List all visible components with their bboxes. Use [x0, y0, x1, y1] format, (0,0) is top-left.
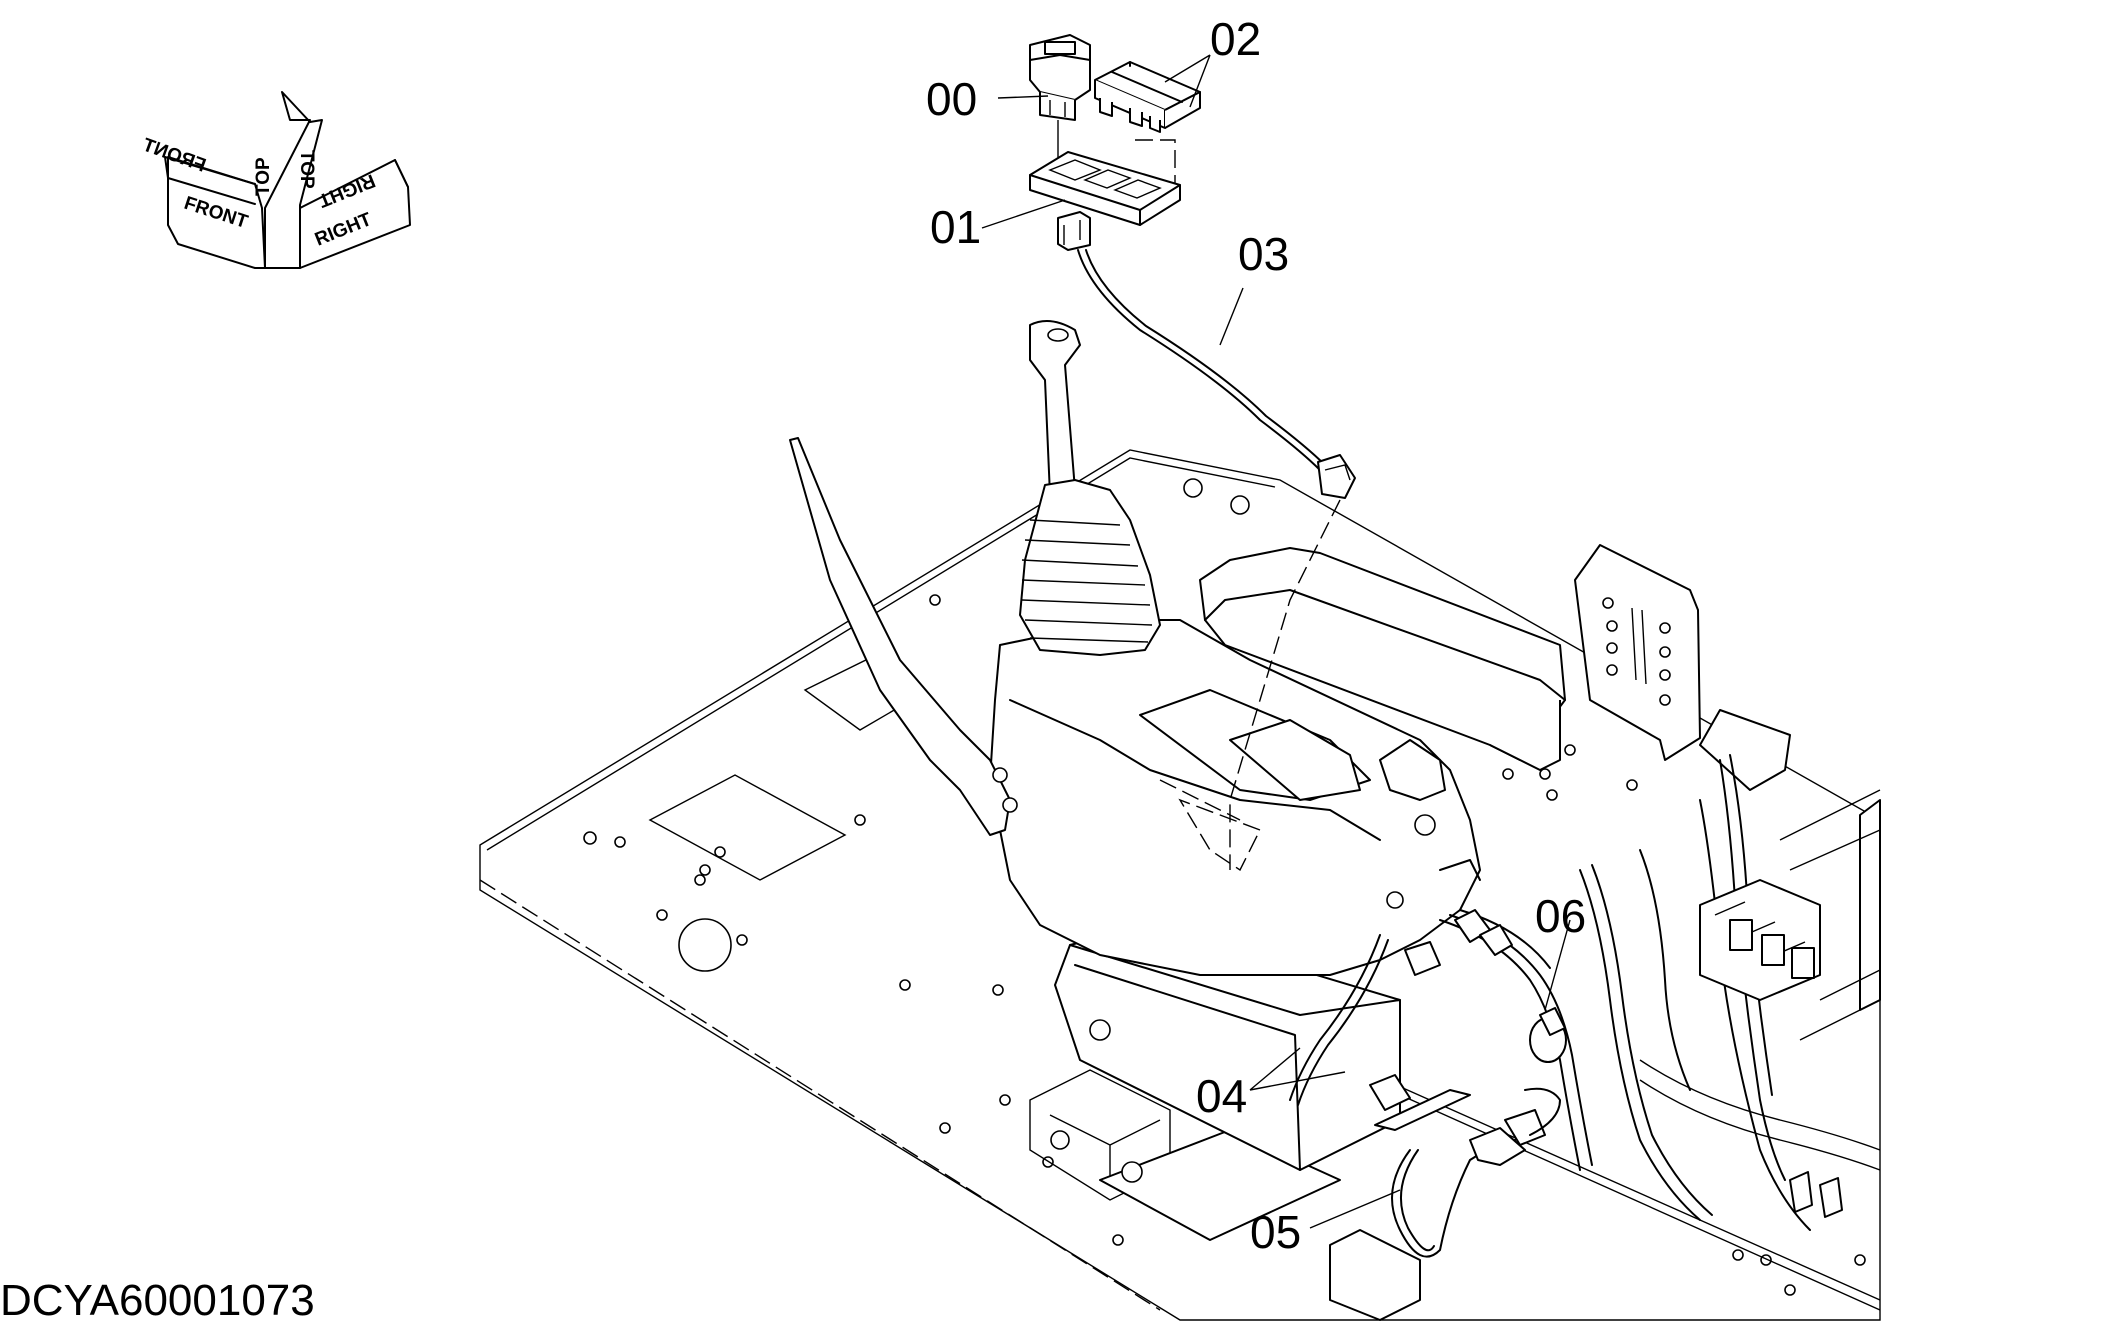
harness-part-03 — [1077, 249, 1356, 870]
seat-base — [1054, 924, 1401, 1171]
blank-plugs-part-02 — [1094, 61, 1201, 190]
drawing-code: DCYA60001073 — [0, 1276, 315, 1322]
callout-05: 05 — [1250, 1206, 1301, 1258]
callout-labels: 00 01 02 03 04 05 06 — [926, 13, 1586, 1258]
callout-02: 02 — [1210, 13, 1261, 65]
leader-lines — [981, 54, 1571, 1229]
control-console — [989, 619, 1481, 976]
armrest — [1199, 547, 1566, 771]
callout-03: 03 — [1238, 228, 1289, 280]
left-lever — [789, 437, 1018, 836]
callout-06: 06 — [1535, 890, 1586, 942]
floor-grommet — [678, 918, 732, 972]
seat-frame — [1029, 544, 1881, 1321]
cable-ties-part-04 — [1289, 934, 1471, 1131]
harness-clamp-part-06 — [1439, 754, 1881, 1231]
harness-part-05 — [1391, 1087, 1561, 1258]
switch-part-00 — [1029, 34, 1091, 160]
callout-00: 00 — [926, 73, 977, 125]
joystick — [1019, 320, 1161, 656]
orientation-indicator: FRONT FRONT TOP TOP RIGHT RIGHT — [139, 91, 411, 269]
orientation-top-label: TOP — [253, 157, 274, 196]
callout-04: 04 — [1196, 1070, 1247, 1122]
callout-01: 01 — [930, 201, 981, 253]
switch-panel-part-01 — [1029, 151, 1181, 251]
floor-plate — [479, 449, 1881, 1321]
orientation-top-label-mirrored: TOP — [296, 150, 317, 189]
